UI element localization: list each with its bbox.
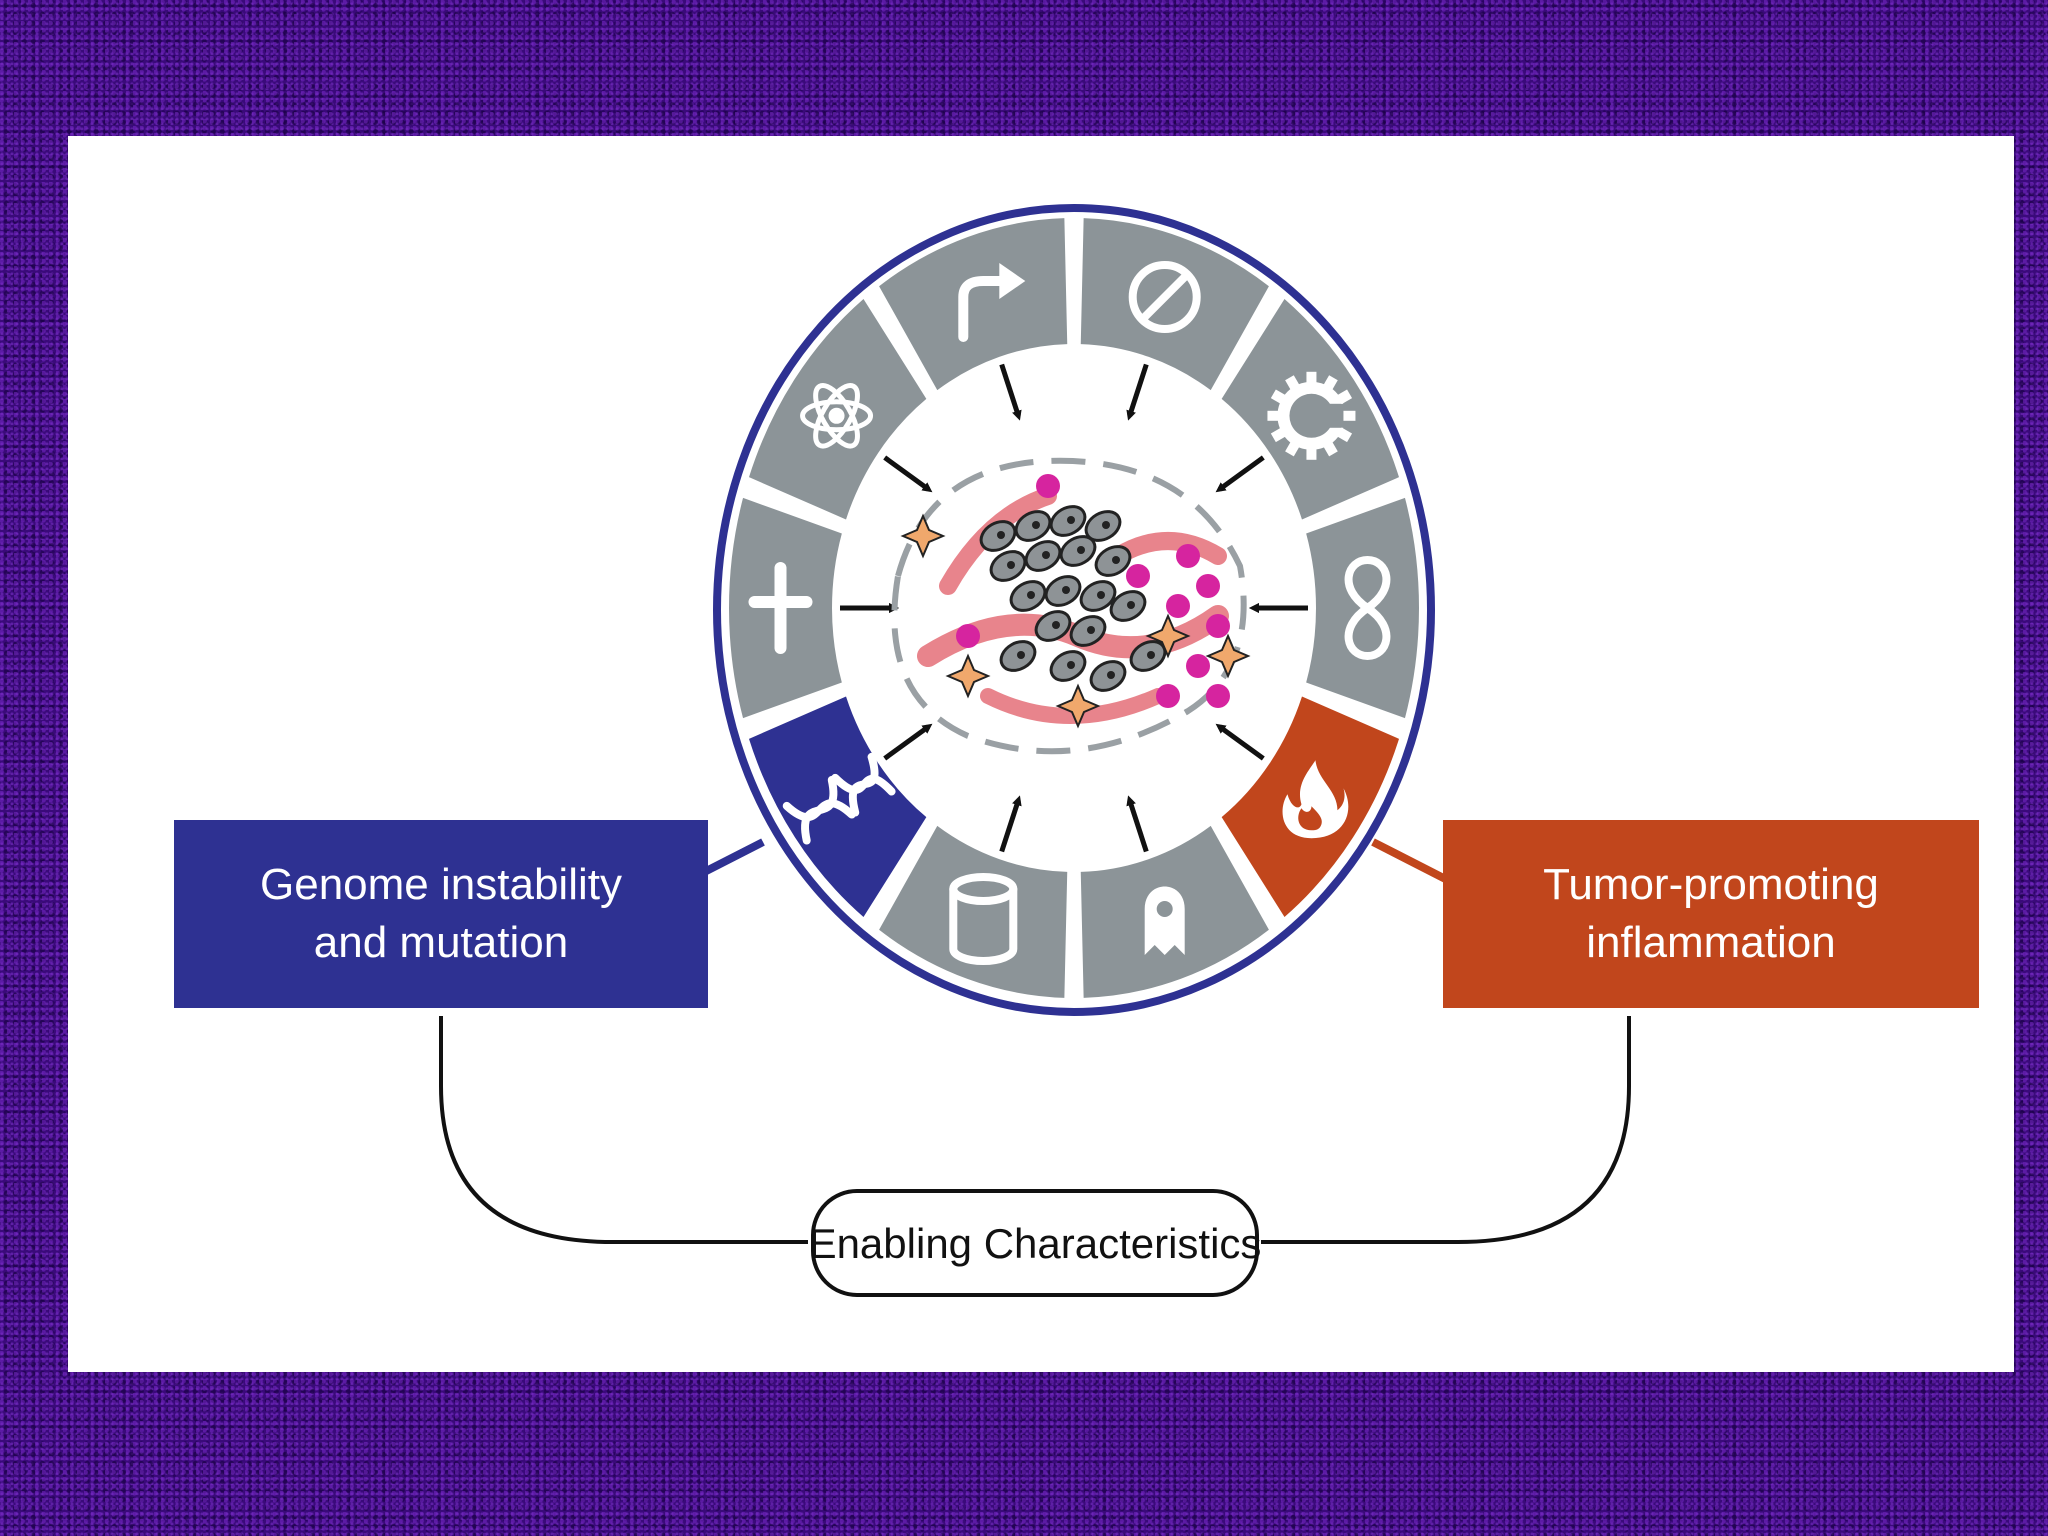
tumor-microenvironment-illustration [891, 457, 1251, 755]
fibroblast-cell [1055, 683, 1101, 729]
inward-arrow [1126, 795, 1149, 853]
immune-cell [1206, 614, 1230, 638]
inner-circle [834, 346, 1314, 870]
inflammation-line2: inflammation [1586, 918, 1836, 967]
immune-cell [1126, 564, 1150, 588]
inward-arrow [999, 363, 1022, 421]
immune-cell [1036, 474, 1060, 498]
enabling-characteristics-pill [811, 1189, 1259, 1297]
segment-icons [748, 261, 1391, 965]
immune-cell [1186, 654, 1210, 678]
fibroblast-cell [1205, 633, 1251, 679]
bent-arrow-icon [958, 263, 1026, 343]
ghost-cell-icon [1144, 886, 1185, 955]
atom-icon [800, 383, 874, 449]
flame-icon [1282, 760, 1349, 839]
hallmark-segment [879, 825, 1068, 998]
infinity-icon [1344, 555, 1391, 661]
genome-instability-line1: Genome instability [260, 860, 622, 909]
fibroblast-cell [945, 653, 991, 699]
immune-cell [956, 624, 980, 648]
inward-arrow [1215, 723, 1265, 761]
caption-text: Enabling Characteristics [809, 1220, 1262, 1267]
inward-arrow [1215, 455, 1265, 493]
genome-instability-box: Genome instability and mutation [174, 820, 708, 1008]
prohibition-icon [1128, 261, 1201, 334]
hallmarks-diagram: Enabling Characteristics [439, 204, 1631, 1297]
inflammation-line1: Tumor-promoting [1543, 860, 1879, 909]
immune-cell [1156, 684, 1180, 708]
inward-arrow [883, 455, 933, 493]
immune-cell [1176, 544, 1200, 568]
inward-arrows [840, 363, 1308, 853]
inward-arrow [999, 795, 1022, 853]
bracket-left [439, 1016, 808, 1244]
hallmark-segment [1080, 218, 1269, 391]
hallmark-segment [879, 218, 1068, 391]
fibroblast-cell [900, 513, 946, 559]
gear-icon [1267, 371, 1356, 460]
dna-icon [782, 752, 896, 845]
dagger-cross-icon [748, 562, 813, 654]
immune-cell [1166, 594, 1190, 618]
immune-cell [1206, 684, 1230, 708]
vessel-icon [949, 872, 1018, 965]
genome-instability-line2: and mutation [313, 918, 569, 967]
fibroblast-cell [1145, 613, 1191, 659]
tumor-promoting-inflammation-box: Tumor-promoting inflammation [1443, 820, 1979, 1008]
inward-arrow [883, 723, 933, 761]
bracket-right [1261, 1016, 1631, 1244]
immune-cell [1196, 574, 1220, 598]
slide-panel: Enabling Characteristics Genome instabil… [68, 136, 2014, 1372]
inward-arrow [1126, 363, 1149, 421]
